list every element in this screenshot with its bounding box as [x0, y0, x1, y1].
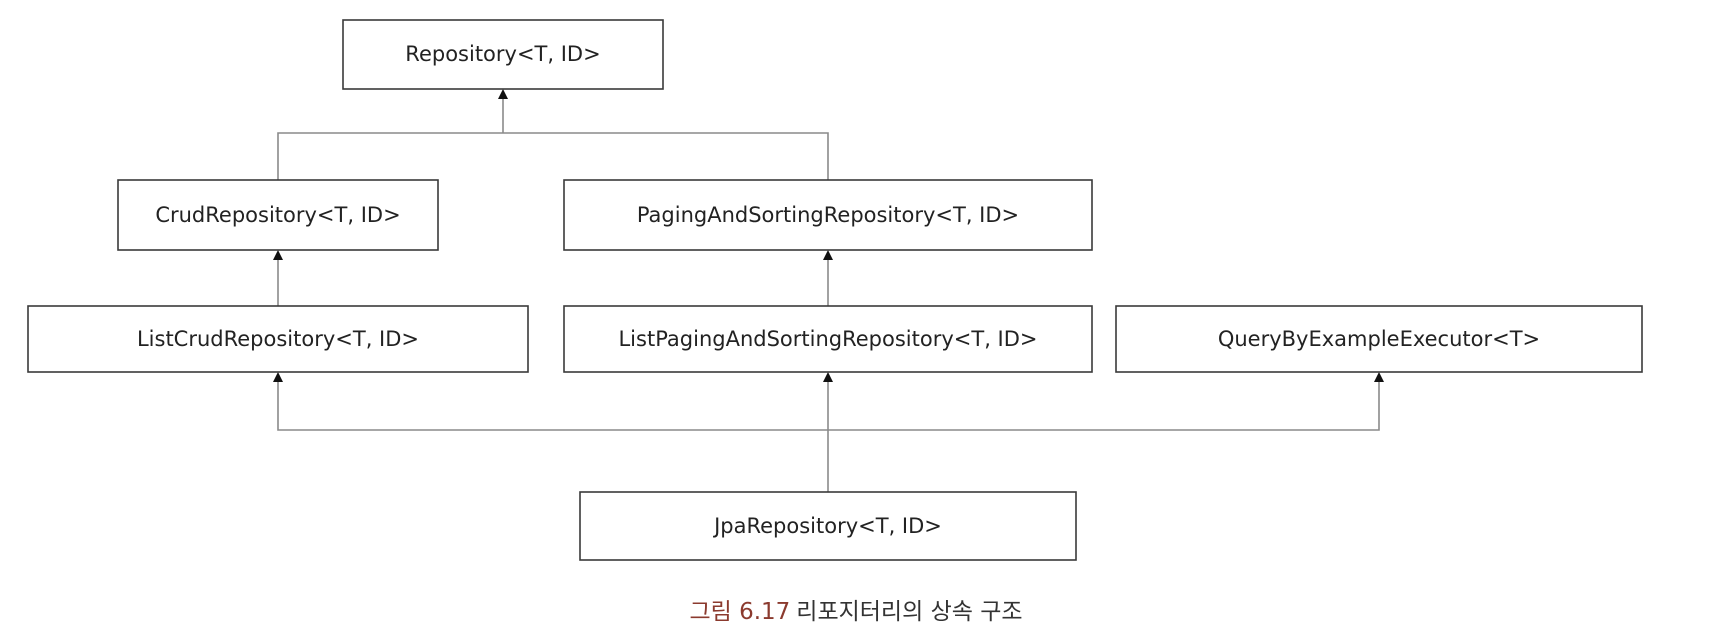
- node-list-crud-repository: ListCrudRepository<T, ID>: [27, 305, 529, 373]
- node-jpa-repository: JpaRepository<T, ID>: [579, 491, 1077, 561]
- arrow-into-query-by-example: [1374, 372, 1384, 382]
- node-paging-and-sorting-repository-label: PagingAndSortingRepository<T, ID>: [637, 203, 1019, 227]
- node-list-paging-and-sorting-repository: ListPagingAndSortingRepository<T, ID>: [563, 305, 1093, 373]
- node-list-crud-repository-label: ListCrudRepository<T, ID>: [137, 327, 419, 351]
- node-repository-label: Repository<T, ID>: [405, 42, 600, 66]
- arrow-into-list-paging: [823, 372, 833, 382]
- edge-crud-to-repository: [277, 132, 503, 180]
- arrow-into-paging: [823, 250, 833, 260]
- node-query-by-example-executor: QueryByExampleExecutor<T>: [1115, 305, 1643, 373]
- figure-caption-number: 그림 6.17: [689, 599, 791, 625]
- node-jpa-repository-label: JpaRepository<T, ID>: [712, 514, 942, 538]
- edges: [273, 89, 1384, 492]
- arrow-into-crud: [273, 250, 283, 260]
- node-crud-repository-label: CrudRepository<T, ID>: [155, 203, 400, 227]
- arrow-into-list-crud: [273, 372, 283, 382]
- edge-paging-to-repository: [503, 132, 829, 180]
- node-paging-and-sorting-repository: PagingAndSortingRepository<T, ID>: [563, 179, 1093, 251]
- arrow-into-repository: [498, 89, 508, 99]
- edge-jpa-to-list-crud: [277, 381, 828, 431]
- figure-caption-text: 리포지터리의 상속 구조: [796, 599, 1023, 625]
- node-crud-repository: CrudRepository<T, ID>: [117, 179, 439, 251]
- edge-jpa-to-query-by-example: [828, 381, 1380, 431]
- node-list-paging-and-sorting-repository-label: ListPagingAndSortingRepository<T, ID>: [618, 327, 1037, 351]
- node-repository: Repository<T, ID>: [342, 19, 664, 90]
- node-query-by-example-executor-label: QueryByExampleExecutor<T>: [1218, 327, 1540, 351]
